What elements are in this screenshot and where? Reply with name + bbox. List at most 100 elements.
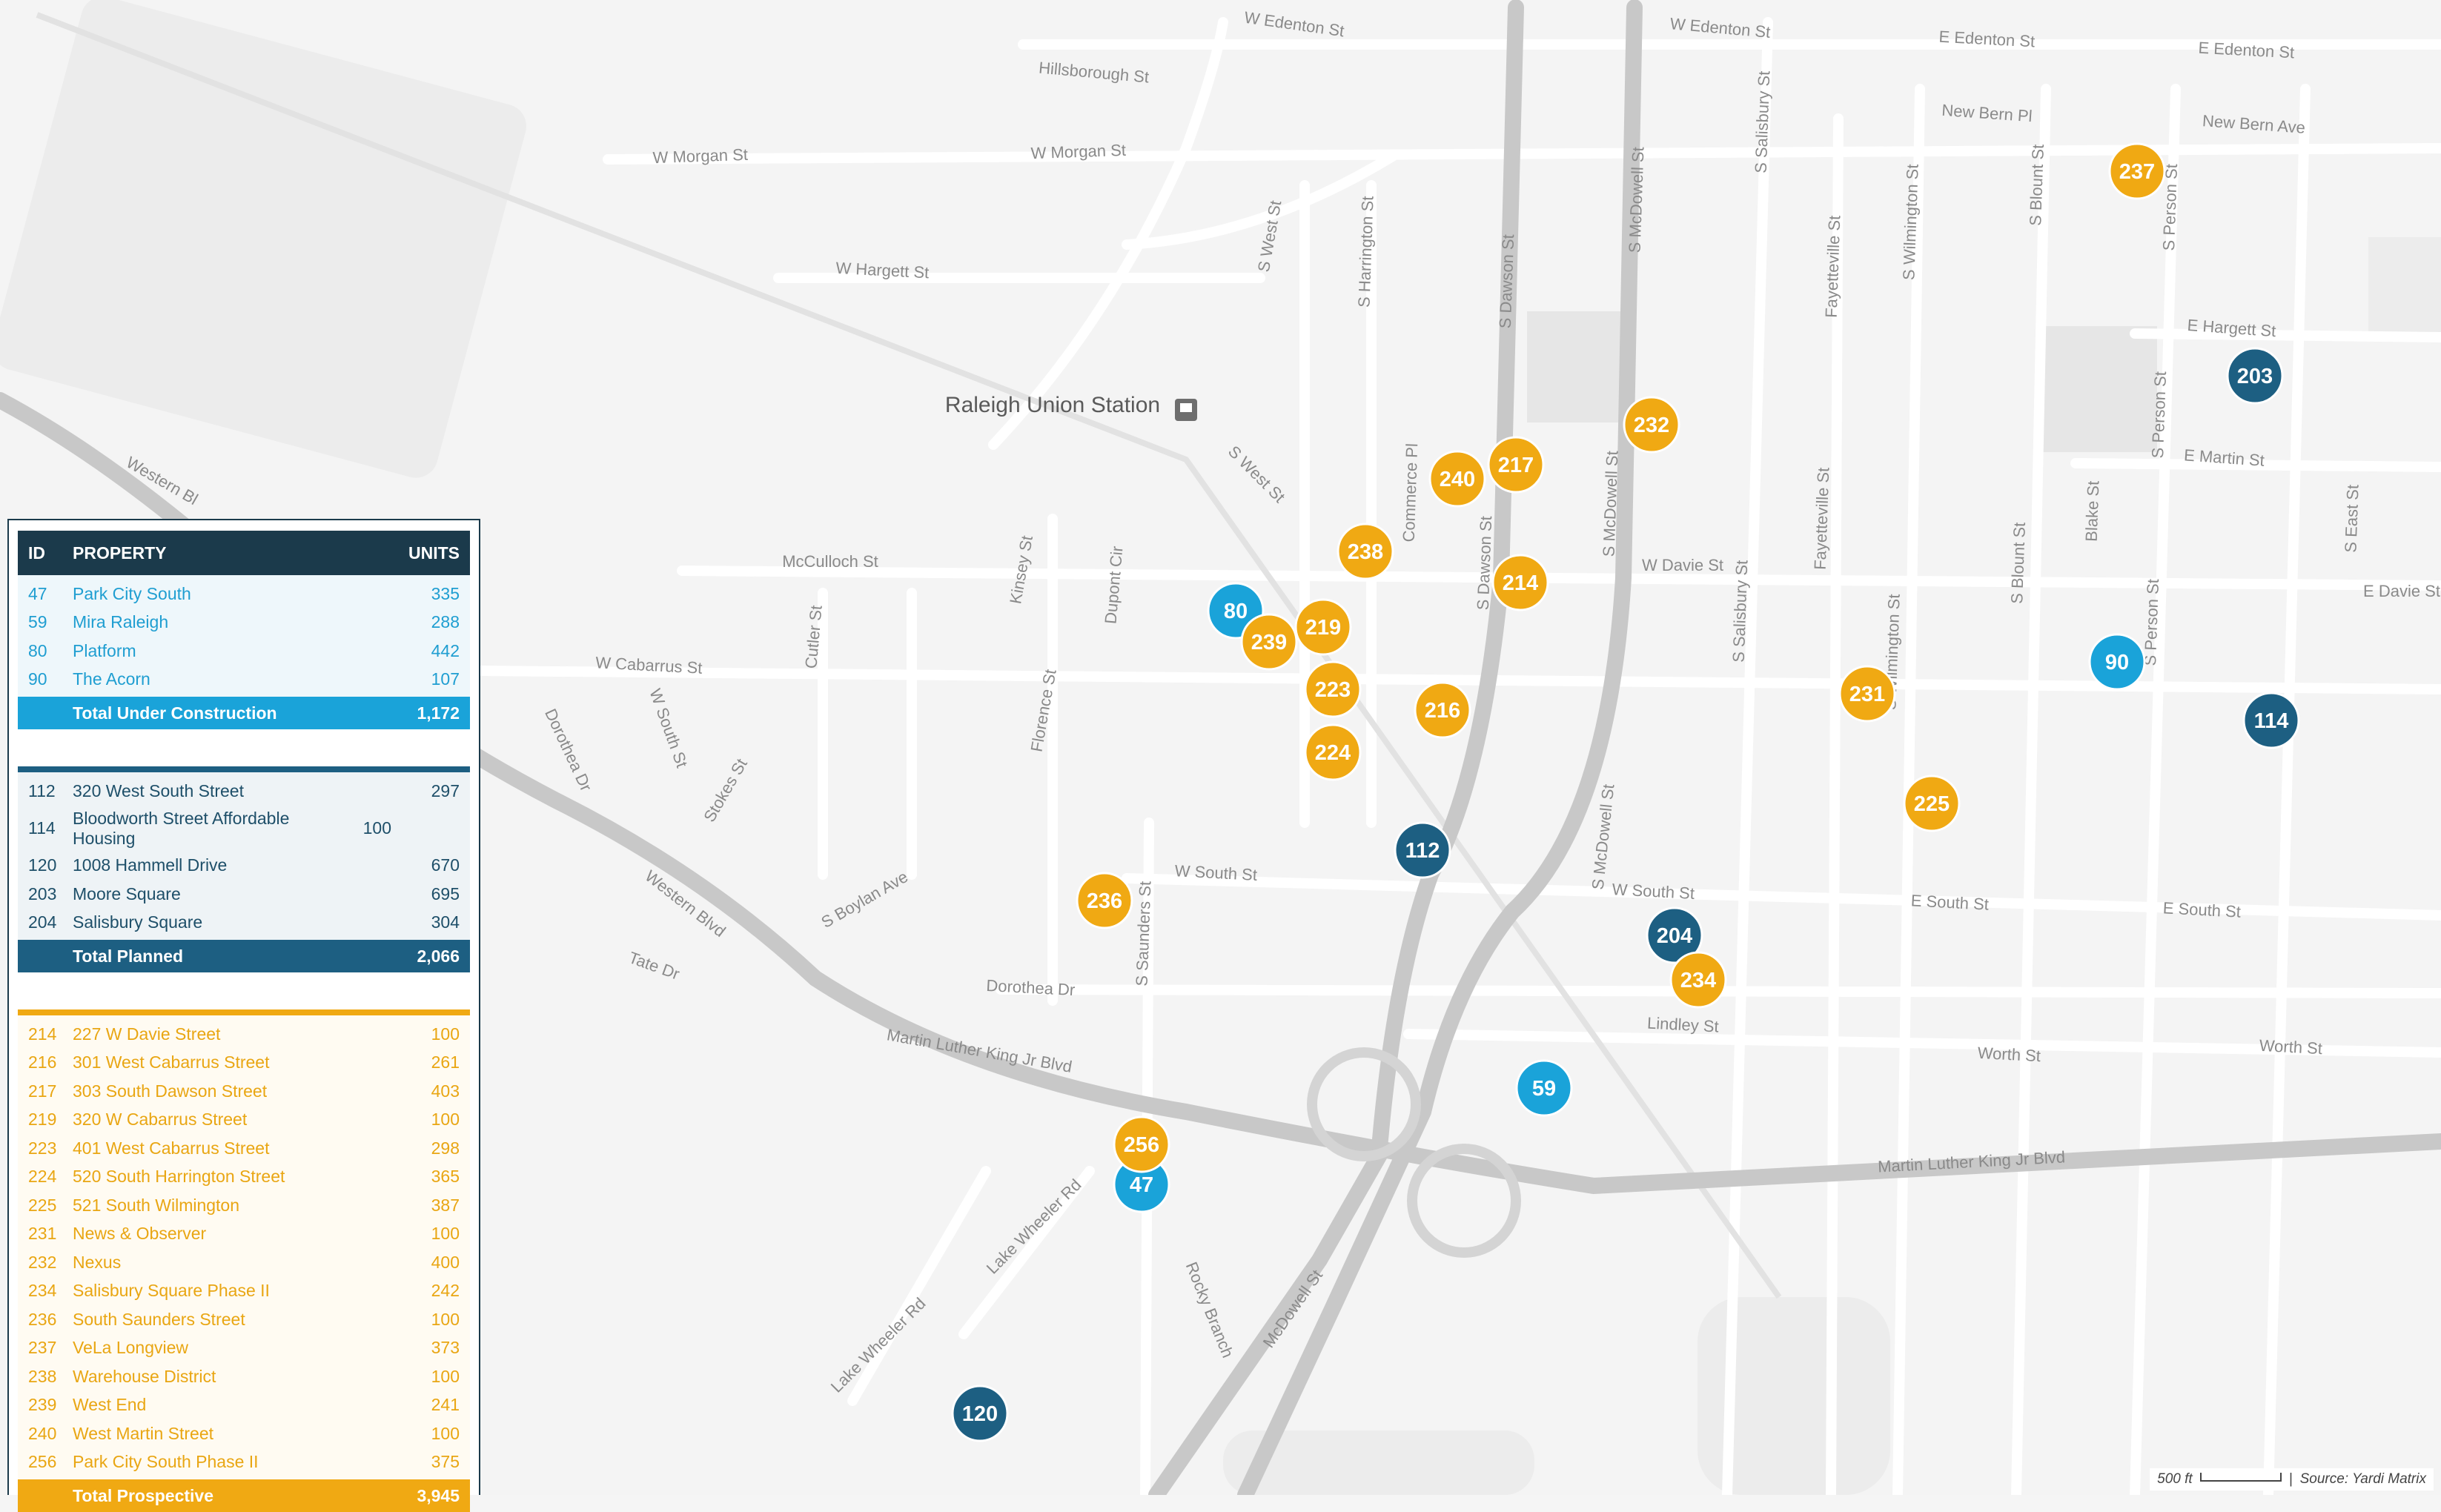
property-marker-219[interactable]: 219 (1294, 598, 1352, 656)
row-id: 225 (28, 1195, 57, 1215)
property-marker-203[interactable]: 203 (2226, 347, 2284, 405)
property-marker-238[interactable]: 238 (1337, 523, 1394, 580)
property-marker-240[interactable]: 240 (1428, 450, 1486, 508)
row-id: 47 (28, 583, 47, 603)
marker-circle (2108, 142, 2166, 200)
property-marker-217[interactable]: 217 (1487, 436, 1545, 494)
property-marker-214[interactable]: 214 (1491, 554, 1549, 611)
street-label-w-morgan-1: W Morgan St (652, 145, 748, 167)
marker-label: 120 (962, 1402, 998, 1426)
row-property: Nexus (73, 1252, 122, 1272)
property-marker-120[interactable]: 120 (951, 1385, 1009, 1442)
row-property: West Martin Street (73, 1423, 214, 1443)
row-id: 59 (28, 612, 47, 632)
street-label-fayetteville-1: Fayetteville St (1822, 215, 1844, 318)
row-units: 297 (431, 780, 460, 800)
street-label-blake: Blake St (2082, 480, 2103, 542)
scale-and-source: 500 ft | Source: Yardi Matrix (2150, 1468, 2434, 1491)
scale-label: 500 ft (2157, 1471, 2193, 1487)
total-prospective: Total Prospective 3,945 (18, 1479, 470, 1512)
legend-row[interactable]: 234 Salisbury Square Phase II 242 (28, 1277, 460, 1306)
street-label-s-harrington: S Harrington St (1354, 196, 1377, 308)
property-marker-224[interactable]: 224 (1304, 723, 1362, 781)
street-label-s-salisbury-2: S Salisbury St (1729, 560, 1752, 663)
property-marker-256[interactable]: 256 (1113, 1115, 1170, 1173)
property-marker-225[interactable]: 225 (1903, 775, 1961, 832)
property-marker-237[interactable]: 237 (2108, 142, 2166, 200)
row-property: 520 South Harrington Street (73, 1167, 285, 1187)
row-units: 100 (431, 1224, 460, 1244)
row-id: 217 (28, 1081, 57, 1101)
property-marker-236[interactable]: 236 (1076, 872, 1133, 929)
row-units: 242 (431, 1281, 460, 1301)
source-label: Source: Yardi Matrix (2299, 1471, 2426, 1487)
property-marker-239[interactable]: 239 (1240, 613, 1298, 671)
marker-label: 240 (1440, 468, 1475, 491)
property-marker-59[interactable]: 59 (1515, 1059, 1573, 1117)
row-id: 203 (28, 883, 57, 903)
marker-circle (2242, 692, 2300, 749)
marker-label: 224 (1315, 741, 1351, 765)
property-marker-232[interactable]: 232 (1623, 396, 1680, 454)
row-property: 301 West Cabarrus Street (73, 1052, 270, 1072)
marker-circle (2088, 633, 2146, 691)
marker-label: 238 (1348, 540, 1383, 564)
property-marker-231[interactable]: 231 (1838, 665, 1896, 723)
property-marker-234[interactable]: 234 (1669, 951, 1727, 1009)
row-id: 240 (28, 1423, 57, 1443)
source-divider: | (2288, 1471, 2293, 1487)
street-label-s-blount-1: S Blount St (2026, 144, 2047, 226)
row-units: 670 (431, 855, 460, 875)
row-id: 256 (28, 1452, 57, 1472)
row-id: 223 (28, 1138, 57, 1158)
marker-circle (1623, 396, 1680, 454)
street-label-commerce: Commerce Pl (1400, 443, 1422, 543)
marker-label: 204 (1657, 924, 1692, 948)
street-label-worth-2: Worth St (2259, 1036, 2322, 1058)
row-units: 442 (431, 640, 460, 660)
row-property: Salisbury Square Phase II (73, 1281, 270, 1301)
marker-circle (1646, 906, 1703, 964)
row-id: 237 (28, 1338, 57, 1358)
row-id: 214 (28, 1024, 57, 1044)
property-marker-90[interactable]: 90 (2088, 633, 2146, 691)
property-marker-223[interactable]: 223 (1304, 660, 1362, 718)
row-property: 227 W Davie Street (73, 1024, 221, 1044)
marker-label: 203 (2237, 365, 2273, 388)
property-marker-114[interactable]: 114 (2242, 692, 2300, 749)
street-label-worth-1: Worth St (1977, 1044, 2041, 1065)
marker-label: 217 (1498, 454, 1534, 477)
property-marker-216[interactable]: 216 (1414, 681, 1471, 739)
marker-circle (1414, 681, 1471, 739)
row-id: 234 (28, 1281, 57, 1301)
marker-label: 80 (1224, 600, 1248, 623)
property-marker-112[interactable]: 112 (1394, 821, 1451, 879)
property-marker-204[interactable]: 204 (1646, 906, 1703, 964)
row-id: 114 (28, 818, 56, 838)
